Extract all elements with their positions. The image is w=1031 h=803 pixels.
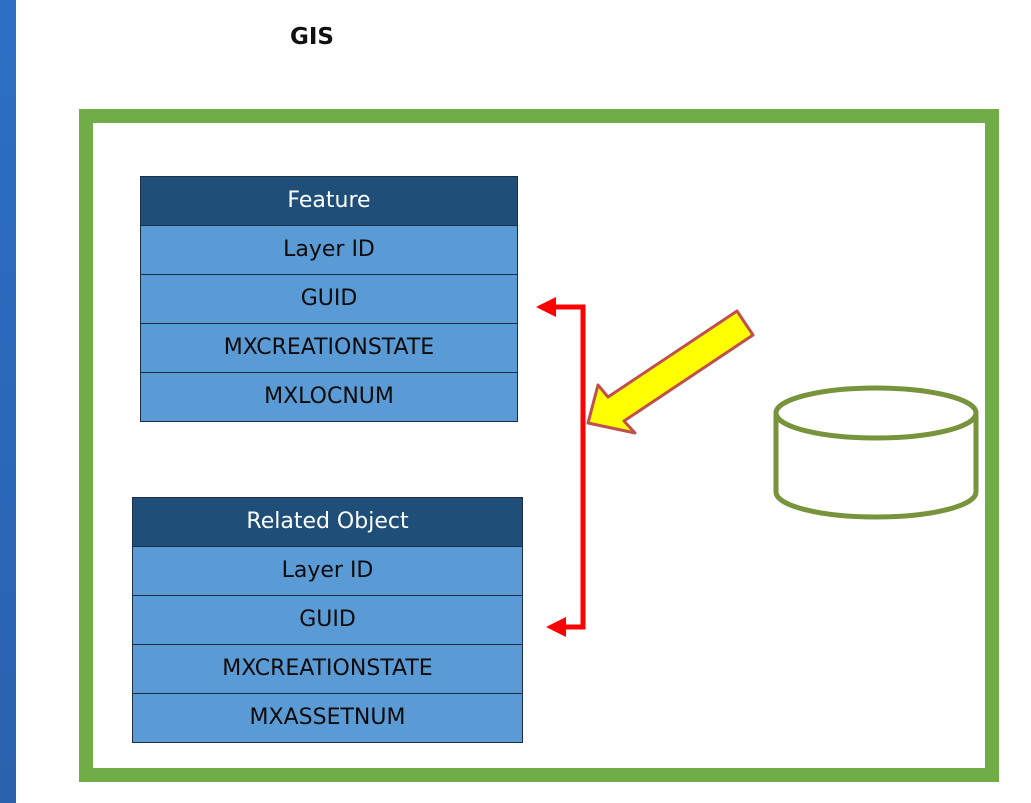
- feature-row-mxlocnum: MXLOCNUM: [141, 373, 517, 421]
- related-object-table-header: Related Object: [133, 498, 522, 547]
- related-object-table: Related Object Layer ID GUID MXCREATIONS…: [132, 497, 523, 743]
- guid-link-connector-icon: [536, 297, 586, 637]
- related-row-mxcreationstate: MXCREATIONSTATE: [133, 645, 522, 694]
- related-row-layer-id: Layer ID: [133, 547, 522, 596]
- feature-table: Feature Layer ID GUID MXCREATIONSTATE MX…: [140, 176, 518, 422]
- database-cylinder-icon: [773, 385, 979, 520]
- feature-row-guid: GUID: [141, 275, 517, 324]
- feature-row-mxcreationstate: MXCREATIONSTATE: [141, 324, 517, 373]
- related-row-guid: GUID: [133, 596, 522, 645]
- related-row-mxassetnum: MXASSETNUM: [133, 694, 522, 742]
- feature-row-layer-id: Layer ID: [141, 226, 517, 275]
- yellow-pointer-arrow-icon: [586, 309, 755, 435]
- feature-table-header: Feature: [141, 177, 517, 226]
- diagram-title: GIS: [290, 24, 335, 50]
